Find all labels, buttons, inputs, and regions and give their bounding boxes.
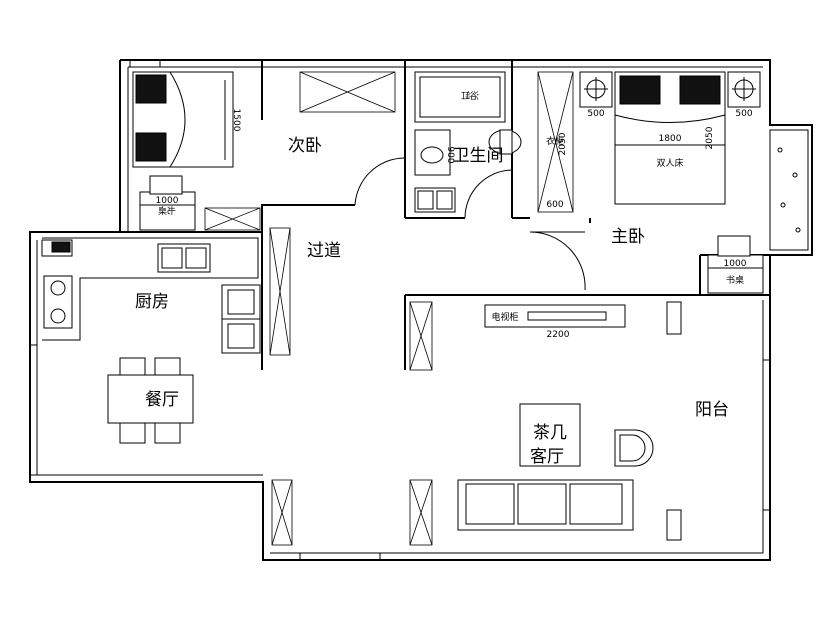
- label-desk-right: 书桌: [726, 274, 744, 286]
- bath-cabinet: [414, 187, 456, 213]
- dim-desk-right: 1000: [724, 259, 747, 269]
- label-double-bed: 双人床: [656, 157, 683, 169]
- room-balcony: 阳台: [695, 400, 729, 420]
- dining-table: [107, 357, 194, 444]
- dim-nightstand-left: 500: [587, 109, 604, 119]
- label-wardrobe: 衣柜: [546, 135, 564, 147]
- label-tv-cabinet: 电视柜: [491, 311, 518, 323]
- toilet: [488, 129, 522, 155]
- doors: [354, 157, 586, 291]
- cabinet-living-left: [409, 301, 433, 371]
- dim-bed-width: 1800: [659, 134, 682, 144]
- bathtub: [414, 71, 506, 123]
- dim-wardrobe-length: 2050: [558, 132, 568, 155]
- label-bathtub: 浴缸: [461, 90, 479, 102]
- dim-desk-left: 1000: [156, 196, 179, 206]
- label-desk-left: 书桌: [158, 205, 176, 217]
- desk-right: [707, 235, 764, 294]
- coffee-table: [519, 403, 581, 467]
- wash-basin: [414, 129, 451, 176]
- sofa: [457, 479, 634, 531]
- cabinet-desk-left: [204, 207, 261, 231]
- wardrobe-master: [537, 71, 574, 213]
- balcony-planter: [769, 129, 809, 251]
- room-bathroom: 卫生间: [453, 146, 504, 166]
- label-coffee-table: 茶几: [533, 423, 567, 443]
- sink: [157, 243, 211, 273]
- bed-second-bedroom: [132, 71, 234, 168]
- cabinet-second-bedroom: [299, 71, 396, 113]
- bed-master: [614, 71, 726, 205]
- tv-cabinet: [484, 304, 626, 328]
- stove: [43, 275, 73, 329]
- dim-bed-left: 1500: [231, 109, 241, 132]
- armchair: [614, 429, 654, 467]
- dim-nightstand-right: 500: [735, 109, 752, 119]
- dim-wardrobe-depth: 600: [546, 200, 563, 210]
- dim-tv-cabinet: 2200: [547, 330, 570, 340]
- nightstand-right: [727, 71, 761, 108]
- room-master-bedroom: 主卧: [611, 227, 645, 247]
- range-hood: [41, 239, 73, 257]
- dim-bed-length: 2050: [705, 126, 715, 149]
- fridge: [221, 284, 261, 354]
- nightstand-left: [579, 71, 613, 108]
- room-corridor: 过道: [307, 241, 341, 261]
- pillar-living: [666, 301, 682, 541]
- room-kitchen: 厨房: [135, 292, 169, 312]
- cabinet-living-bottom: [271, 479, 433, 546]
- dim-basin: 900: [445, 146, 455, 163]
- room-dining: 餐厅: [145, 390, 179, 410]
- room-living: 客厅: [530, 447, 564, 467]
- desk-left: [139, 175, 196, 231]
- windows: [29, 59, 771, 561]
- cabinet-corridor: [269, 227, 291, 356]
- room-second-bedroom: 次卧: [288, 136, 322, 156]
